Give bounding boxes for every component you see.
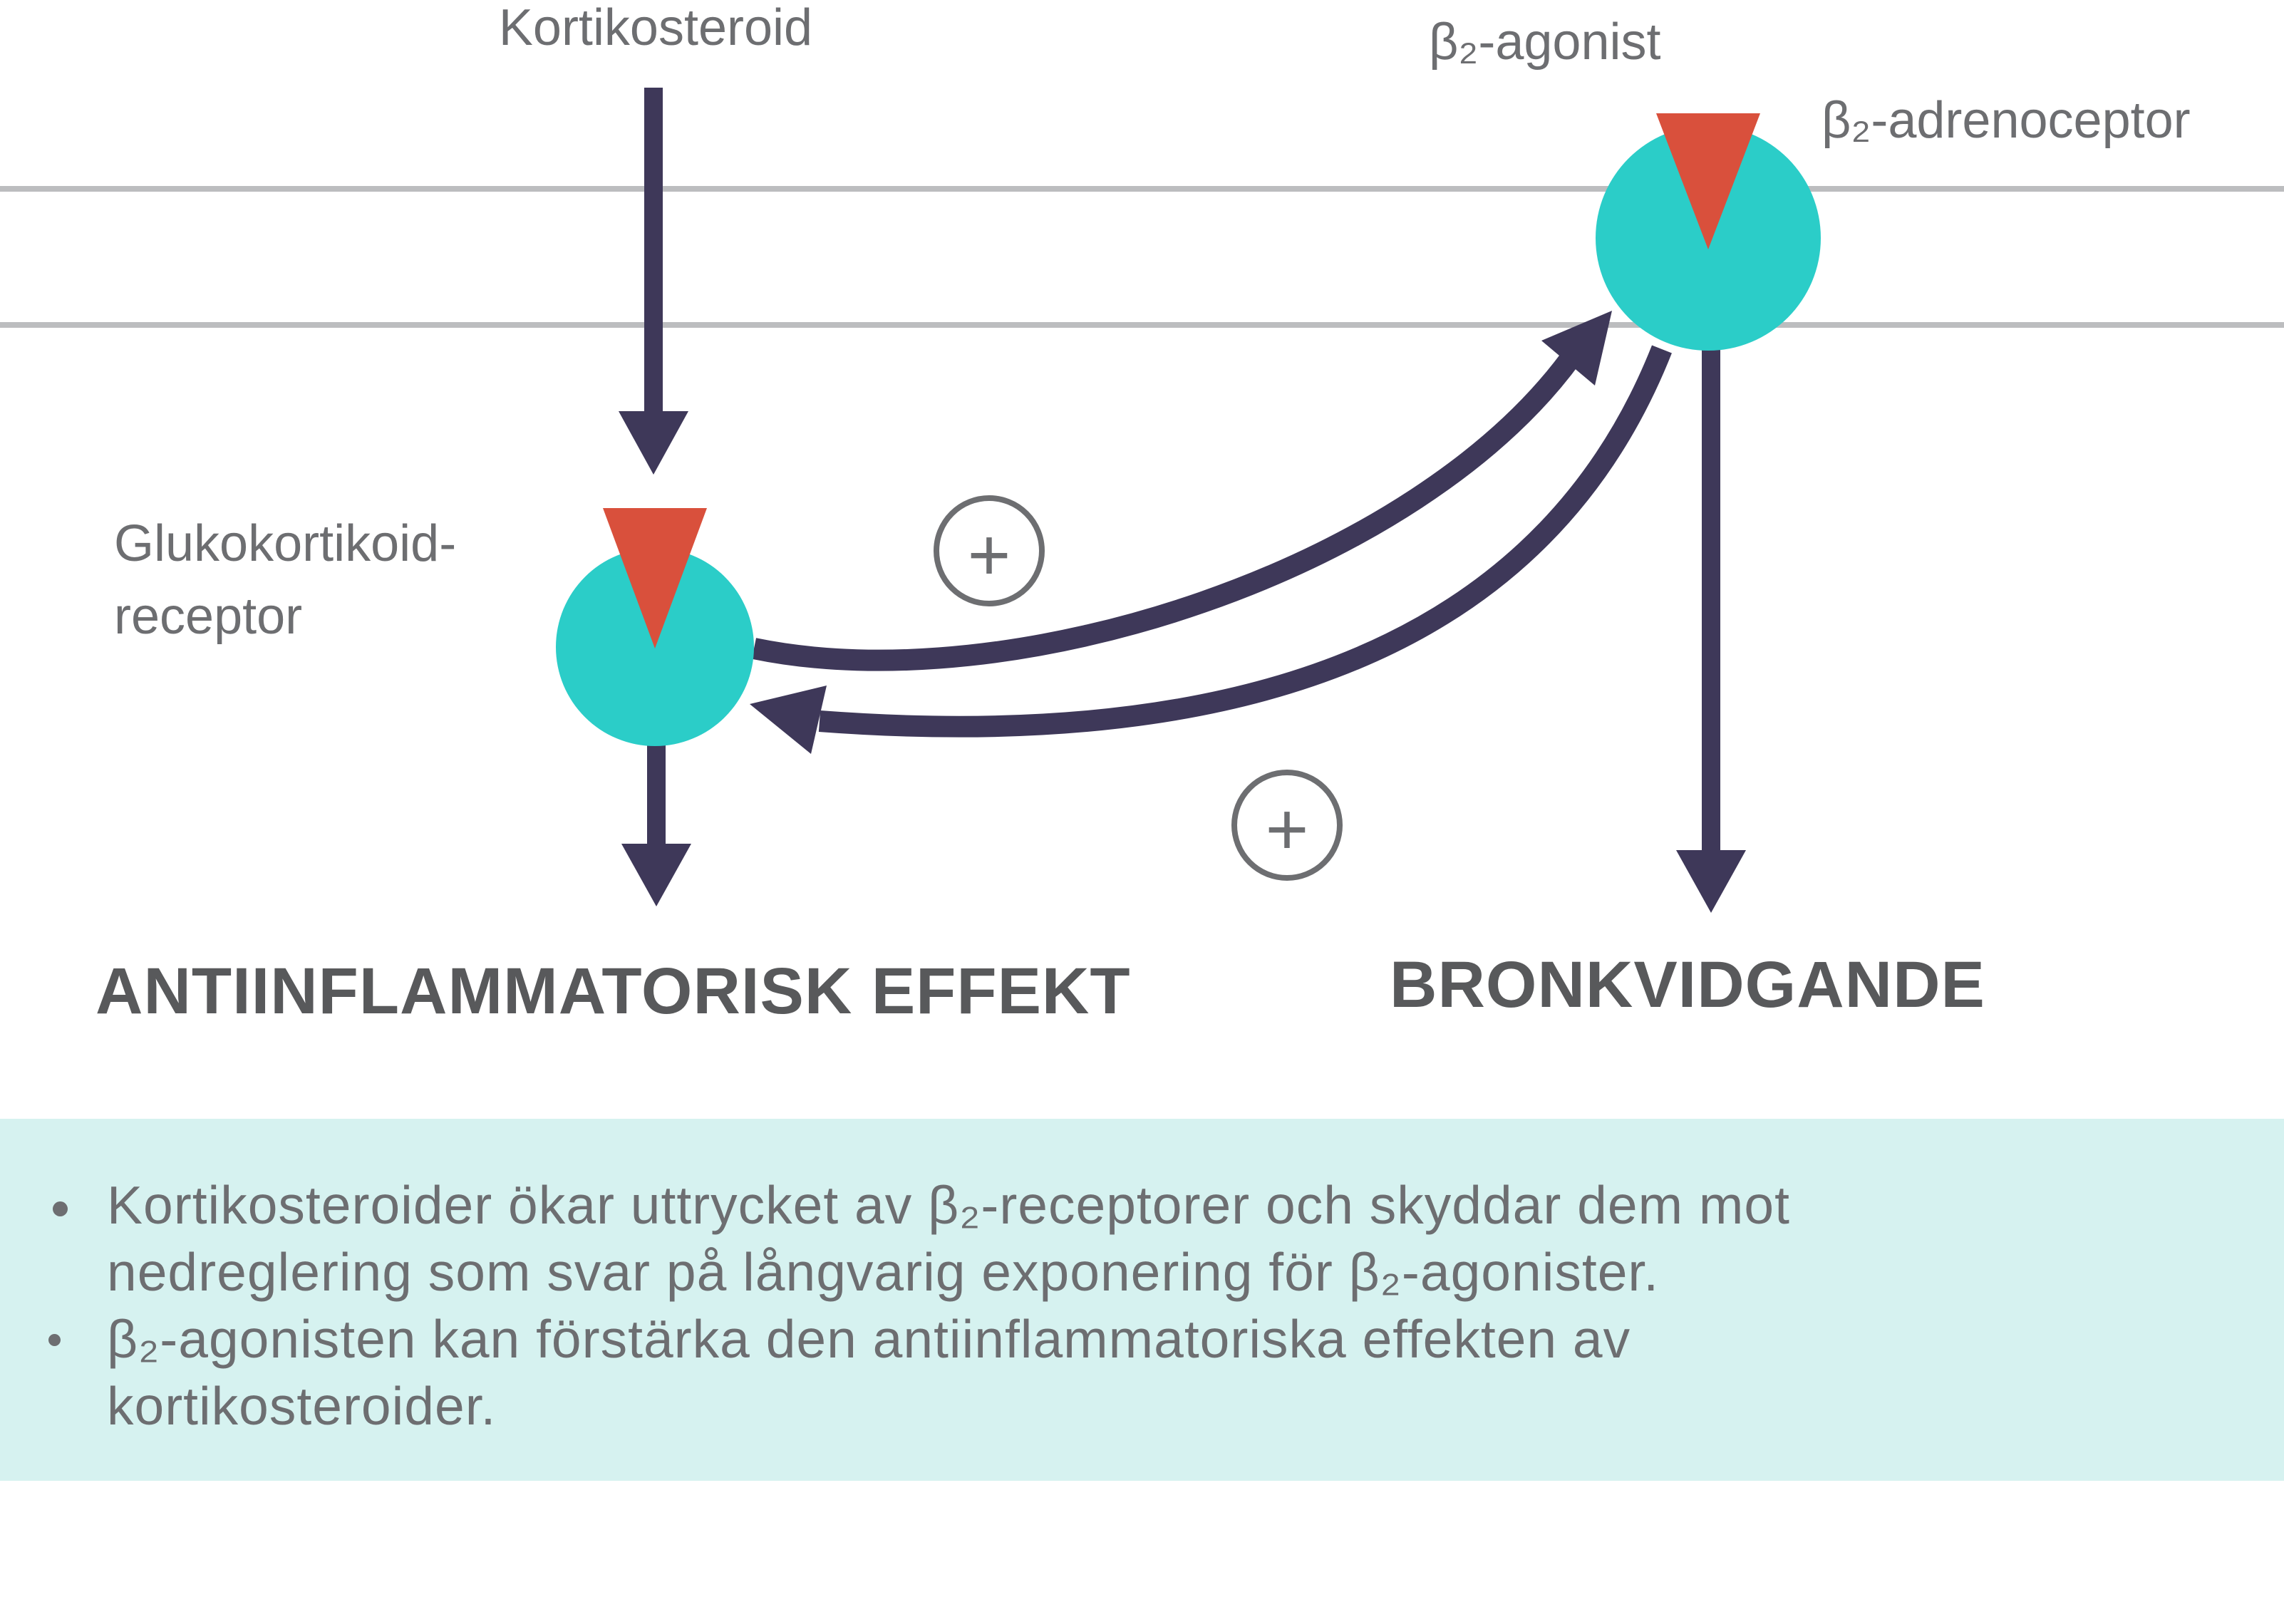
- beta2-agonist-ligand-icon: [1656, 113, 1760, 249]
- plus-sign-upper: +: [968, 514, 1011, 596]
- glukokortikoid-receptor-label: Glukokortikoid- receptor: [114, 507, 456, 653]
- infobox-bullet-1-line-2: nedreglering som svar på långvarig expon…: [107, 1242, 1660, 1302]
- bullet-dot-1: [53, 1201, 68, 1216]
- infobox-bullet-2: β₂-agonisten kan förstärka den antiinfla…: [107, 1305, 2238, 1439]
- infobox-bullet-2-line-1: β₂-agonisten kan förstärka den antiinfla…: [107, 1309, 1631, 1369]
- infobox-bullet-2-line-2: kortikosteroider.: [107, 1376, 497, 1436]
- curved-arrow-to-glukokortikoid-head: [750, 686, 827, 754]
- bronkvidgande-heading: BRONKVIDGANDE: [1390, 948, 1985, 1021]
- glukokortikoid-receptor-label-line2: receptor: [114, 588, 303, 645]
- infobox-bullet-1: Kortikosteroider ökar uttrycket av β₂-re…: [107, 1172, 2238, 1305]
- beta2-adrenoceptor-label: β₂-adrenoceptor: [1821, 92, 2191, 149]
- kortikosteroid-down-arrow-head: [619, 411, 688, 475]
- plus-in-circle-icon-lower: [1231, 770, 1343, 881]
- antiinflammatorisk-effekt-heading: ANTIINFLAMMATORISK EFFEKT: [95, 955, 1131, 1028]
- kortikosteroid-ligand-icon: [603, 508, 707, 648]
- infobox-bullet-1-line-1: Kortikosteroider ökar uttrycket av β₂-re…: [107, 1175, 1790, 1235]
- bullet-dot-2: [48, 1334, 61, 1346]
- beta2-agonist-label: β₂-agonist: [1429, 14, 1661, 71]
- plus-sign-lower: +: [1266, 788, 1309, 871]
- bronkvidgande-effect-arrow-head: [1676, 850, 1746, 913]
- kortikosteroid-label: Kortikosteroid: [498, 0, 813, 56]
- glukokortikoid-receptor-label-line1: Glukokortikoid-: [114, 515, 457, 572]
- curved-arrow-to-adrenoceptor-shaft: [751, 348, 1583, 671]
- curved-arrow-to-glukokortikoid-shaft: [818, 345, 1672, 738]
- plus-in-circle-icon-upper: [934, 495, 1045, 606]
- antiinflammatorisk-effect-arrow-head: [621, 844, 691, 906]
- curved-arrow-to-adrenoceptor-head: [1541, 311, 1612, 386]
- infobox: [0, 1119, 2284, 1481]
